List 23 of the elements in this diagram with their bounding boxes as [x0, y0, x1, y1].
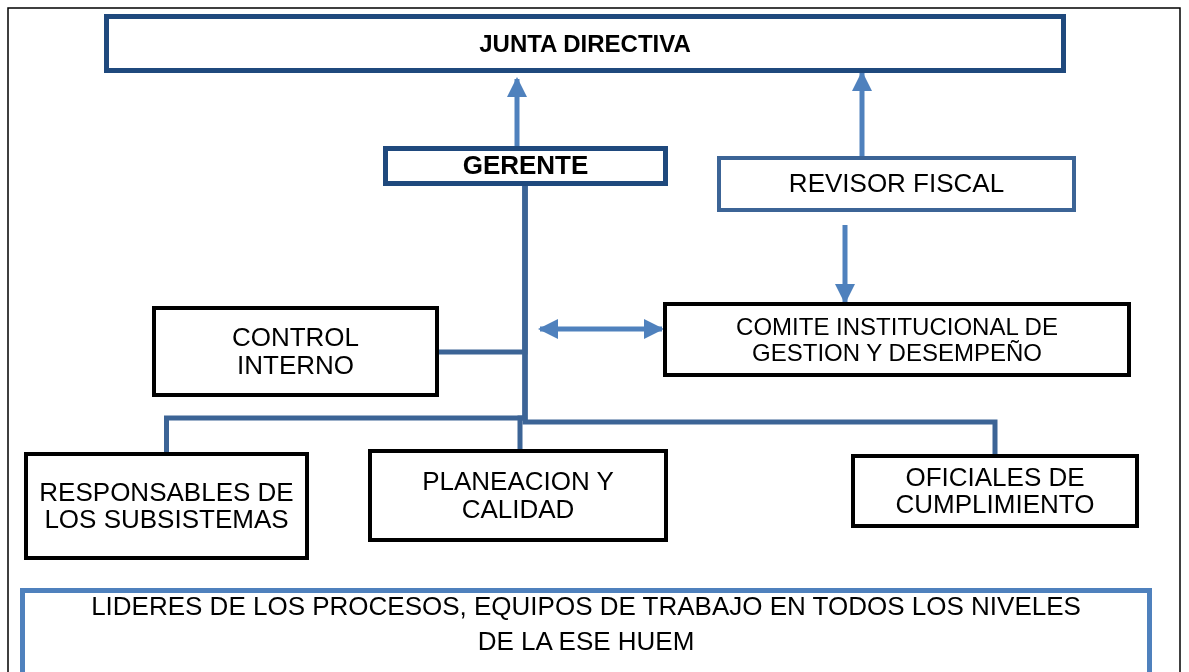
arrow: [835, 225, 855, 304]
org-box: [663, 302, 1131, 377]
org-box: [851, 454, 1139, 528]
org-box: [717, 156, 1076, 212]
org-box: [104, 14, 1066, 73]
org-box: [383, 146, 668, 186]
arrow: [507, 77, 527, 146]
org-box: [20, 588, 1152, 672]
box-label: RESPONSABLES DE LOS SUBSISTEMAS: [38, 478, 295, 534]
org-box: [368, 449, 668, 542]
box-label: GERENTE: [461, 152, 590, 180]
box-label: PLANEACION Y CALIDAD: [421, 468, 615, 523]
box-label: REVISOR FISCAL: [787, 170, 1006, 198]
box-label: JUNTA DIRECTIVA: [478, 30, 692, 57]
org-box: [24, 452, 309, 560]
arrow: [852, 71, 872, 156]
box-label: COMITE INSTITUCIONAL DE GESTION Y DESEMPEÑO: [735, 314, 1059, 365]
box-label: LIDERES DE LOS PROCESOS, EQUIPOS DE TRABAJO EN TODOS LOS NIVELES DE LA ESE HUEM: [90, 589, 1082, 658]
box-label: OFICIALES DE CUMPLIMIENTO: [894, 463, 1096, 519]
box-label: CONTROL INTERNO: [230, 324, 361, 379]
connector-line: [522, 186, 998, 454]
arrow: [538, 319, 664, 339]
org-box: [152, 306, 439, 397]
